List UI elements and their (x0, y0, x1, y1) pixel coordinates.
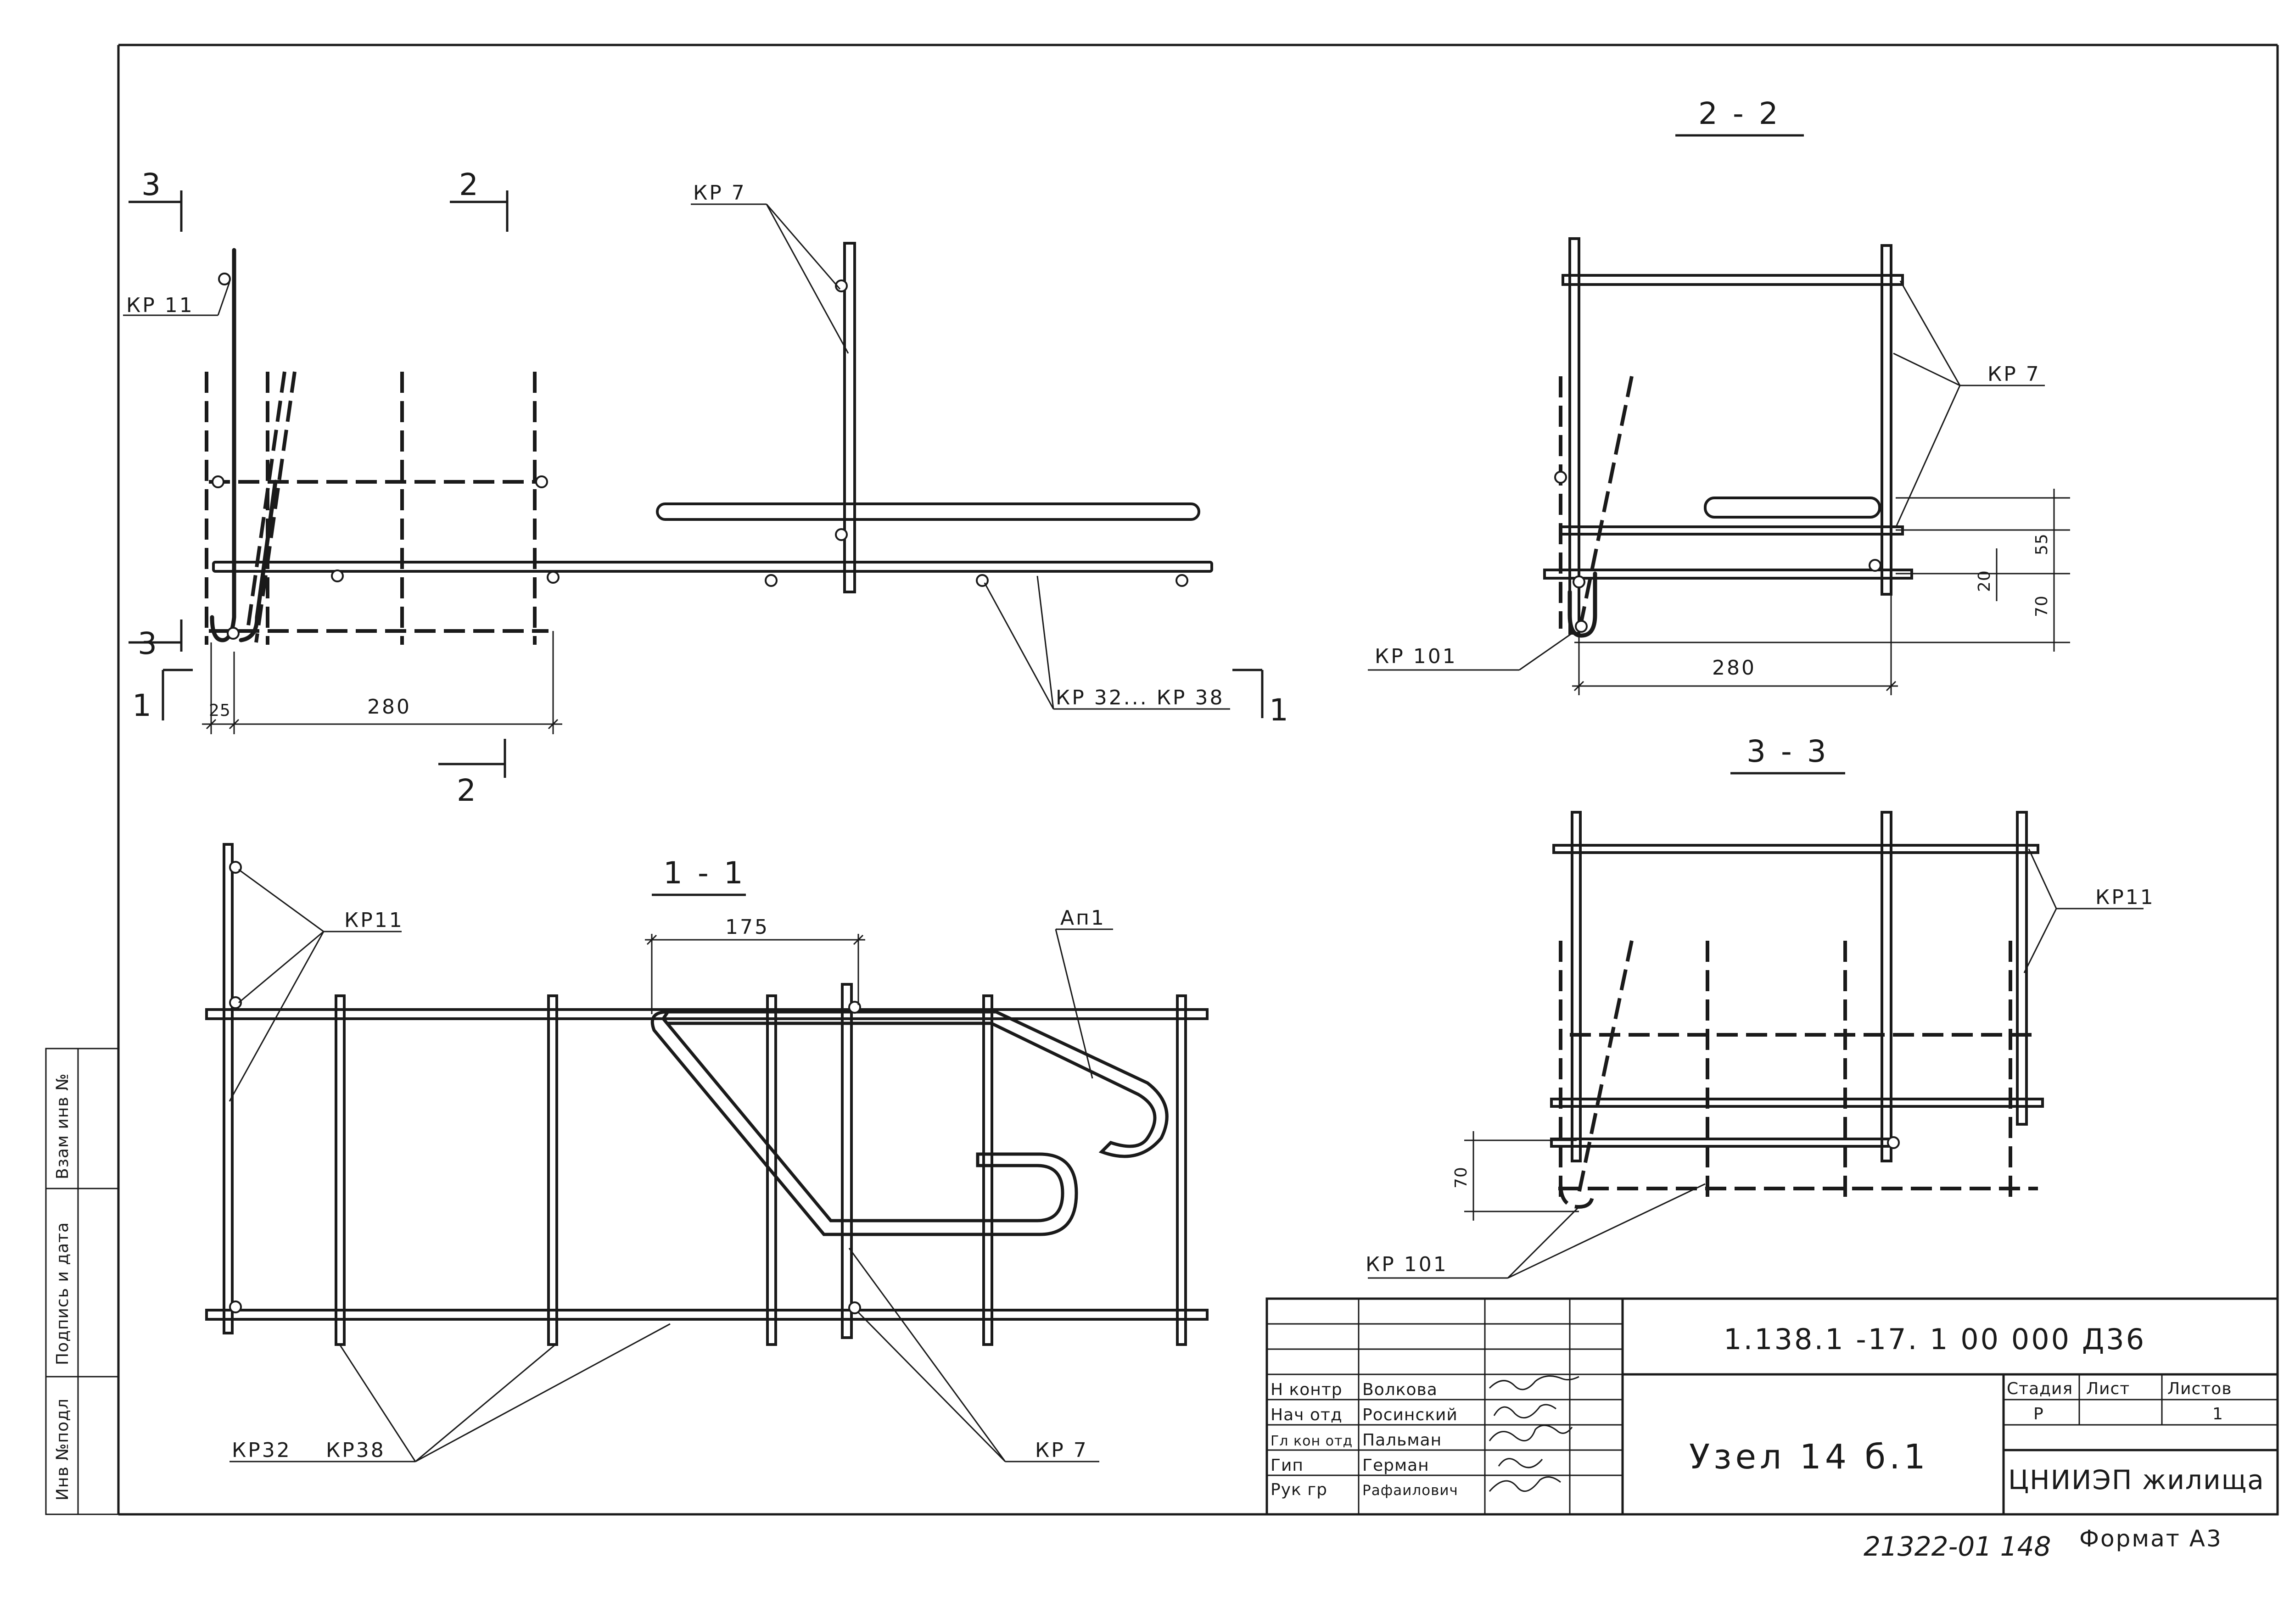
label-kp11-plan: КР 11 (126, 294, 194, 317)
cut-mark-2-top: 2 (450, 167, 509, 232)
dim-280-plan: 280 (367, 695, 411, 719)
dim-70-sec3: 70 (1452, 1166, 1471, 1189)
section-3-3: 3 - 3 КР11 КР 101 70 (1366, 734, 2155, 1279)
title-block: 1.138.1 -17. 1 00 000 Д36 Узел 14 б.1 Ст… (1265, 1297, 2279, 1516)
name-3: Герман (1362, 1456, 1429, 1475)
sheet-header: Лист (2086, 1379, 2130, 1398)
role-3: Гип (1271, 1456, 1304, 1475)
cut-label-1-left: 1 (132, 688, 154, 723)
side-stamp-vzam: Взам инв № (53, 1073, 72, 1179)
cut-label-3-bottom: 3 (138, 626, 160, 661)
cut-mark-3-top: 3 (129, 167, 183, 232)
cut-mark-1-right: 1 (1232, 669, 1291, 728)
section-title-1-1: 1 - 1 (663, 855, 746, 891)
label-kp38: КР38 (326, 1439, 386, 1462)
label-kp11-sec1: КР11 (344, 909, 404, 932)
side-stamp: Инв №подл Подпись и дата Взам инв № (45, 1048, 119, 1515)
footer-format: Формат А3 (2079, 1525, 2222, 1552)
drawing-title: Узел 14 б.1 (1689, 1437, 1929, 1477)
stage-header: Стадия (2007, 1379, 2073, 1398)
section-1-1: 1 - 1 КР11 Ап1 (205, 843, 1209, 1462)
cut-label-1-right: 1 (1269, 692, 1291, 728)
name-4: Рафаилович (1362, 1482, 1458, 1499)
stage-value: Р (2033, 1405, 2044, 1423)
label-kp32: КР32 (232, 1439, 291, 1462)
label-kp7-sec1: КР 7 (1035, 1439, 1088, 1462)
cut-label-2-top: 2 (459, 167, 481, 202)
side-stamp-inv-podl: Инв №подл (53, 1398, 72, 1501)
signature-rows: Н контр Волкова Нач отд Росинский Гл кон… (1271, 1380, 1458, 1499)
name-1: Росинский (1362, 1406, 1458, 1424)
label-kp32-38-plan: КР 32... КР 38 (1056, 686, 1224, 709)
org-name: ЦНИИЭП жилища (2008, 1464, 2265, 1496)
section-2-2: 2 - 2 КР 7 КР 101 55 20 70 (1368, 96, 2070, 695)
label-kp11-sec3: КР11 (2095, 886, 2155, 909)
cut-mark-3-bottom: 3 (129, 619, 183, 661)
side-stamp-podpis: Подпись и дата (53, 1222, 72, 1365)
role-2: Гл кон отд (1271, 1433, 1353, 1449)
doc-code: 1.138.1 -17. 1 00 000 Д36 (1724, 1323, 2146, 1356)
role-1: Нач отд (1271, 1406, 1343, 1424)
cut-label-3-top: 3 (141, 167, 163, 202)
drawing-frame (117, 44, 2279, 1516)
dim-25-plan: 25 (209, 701, 231, 720)
dim-55: 55 (2032, 533, 2051, 555)
name-0: Волкова (1362, 1380, 1438, 1399)
role-4: Рук гр (1271, 1480, 1327, 1499)
dim-280-sec2: 280 (1712, 656, 1756, 680)
dim-175: 175 (725, 915, 769, 939)
sheets-value: 1 (2212, 1405, 2223, 1423)
dim-20: 20 (1975, 570, 1994, 592)
cut-mark-2-bottom: 2 (438, 739, 506, 808)
footer: 21322-01 148 Формат А3 (1864, 1525, 2222, 1562)
label-kp101-sec2: КР 101 (1375, 645, 1457, 668)
name-2: Пальман (1362, 1431, 1442, 1450)
cut-mark-1-left: 1 (132, 669, 193, 723)
label-kp7-plan: КР 7 (693, 181, 746, 205)
signatures (1489, 1375, 1579, 1492)
sheets-header: Листов (2167, 1379, 2232, 1398)
label-kp101-sec3: КР 101 (1366, 1253, 1448, 1276)
label-ap1: Ап1 (1060, 906, 1106, 930)
section-title-2-2: 2 - 2 (1698, 96, 1781, 131)
cut-label-2-bottom: 2 (457, 773, 479, 808)
dim-70-sec2: 70 (2032, 595, 2051, 617)
role-0: Н контр (1271, 1380, 1343, 1399)
footer-number: 21322-01 148 (1864, 1531, 2051, 1562)
plan-view: 3 2 3 1 1 2 (123, 167, 1291, 808)
label-kp7-sec2: КР 7 (1987, 363, 2041, 386)
section-title-3-3: 3 - 3 (1746, 734, 1829, 769)
